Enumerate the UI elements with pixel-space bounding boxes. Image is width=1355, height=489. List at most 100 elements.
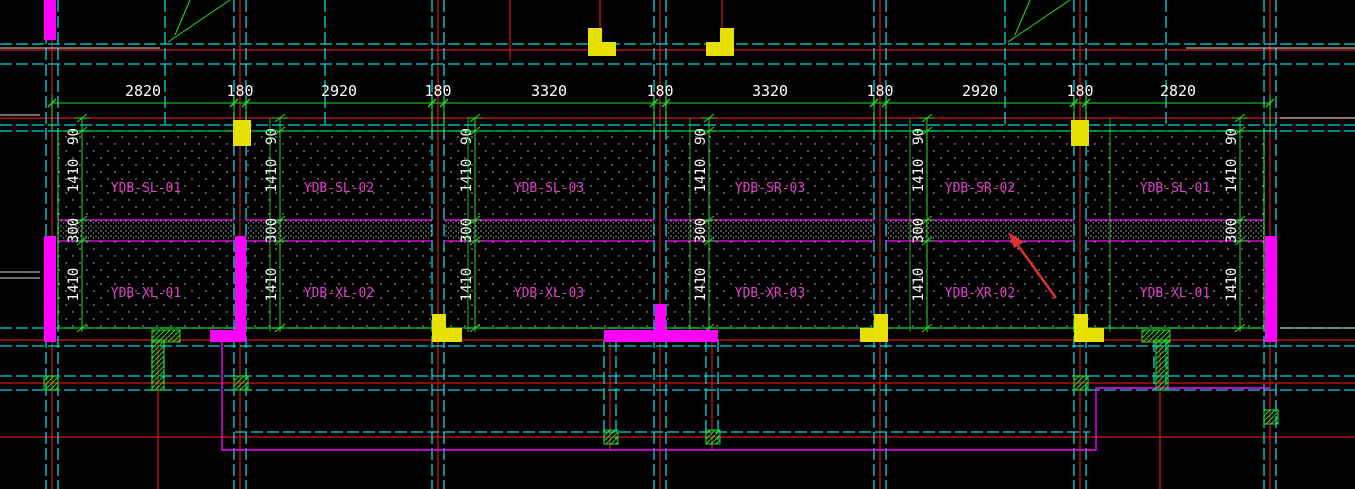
tick-mark <box>47 98 57 108</box>
lower-panel-label: YDB-XL-01 <box>111 286 181 301</box>
vertical-dimension-text: 1410 <box>693 268 709 302</box>
vertical-dimension-text: 90 <box>693 128 709 145</box>
green-diagonal-lines <box>167 0 1071 43</box>
lower-panel-label: YDB-XR-03 <box>735 286 805 301</box>
yellow-column <box>1074 328 1104 342</box>
top-dimension-text: 2820 <box>1160 82 1196 100</box>
vertical-dimension-text: 300 <box>911 218 927 243</box>
vertical-dimension-text: 90 <box>264 128 280 145</box>
vertical-dimension-text: 1410 <box>459 159 475 193</box>
red-arrow-icon <box>1008 232 1058 299</box>
yellow-column <box>588 42 616 56</box>
top-dimension-text: 180 <box>866 82 893 100</box>
magenta-beam <box>44 236 56 342</box>
magenta-beam <box>210 330 246 342</box>
upper-panel-label: YDB-SL-02 <box>304 181 374 196</box>
top-dimension-text: 2820 <box>125 82 161 100</box>
vertical-dimension-text: 1410 <box>1224 159 1240 193</box>
top-dimension-text: 180 <box>1066 82 1093 100</box>
lower-slab-fill <box>58 241 234 328</box>
tick-mark <box>1069 98 1079 108</box>
seam-strip-fill <box>444 220 654 241</box>
hatched-column <box>1263 409 1279 425</box>
vertical-dimension-text: 300 <box>264 218 280 243</box>
hatched-column <box>233 375 249 391</box>
hatched-column <box>705 429 721 445</box>
upper-panel-label: YDB-SR-02 <box>945 181 1015 196</box>
top-dimension-text: 2920 <box>321 82 357 100</box>
vertical-dimension-text: 1410 <box>459 268 475 302</box>
vertical-dimension-text: 90 <box>459 128 475 145</box>
tick-mark <box>1081 98 1091 108</box>
top-dimension-text: 180 <box>646 82 673 100</box>
hatched-column <box>1155 339 1169 391</box>
vertical-dimension: 90 1410 300 1410 <box>264 113 288 333</box>
tick-mark <box>1265 98 1275 108</box>
upper-slab-fill <box>1086 131 1264 220</box>
hatched-column <box>1073 375 1089 391</box>
yellow-column <box>706 42 734 56</box>
hatched-column <box>43 375 59 391</box>
seam-strip-fill <box>666 220 874 241</box>
seam-strip-fill <box>246 220 432 241</box>
top-dimension-text: 3320 <box>531 82 567 100</box>
vertical-dimension-text: 300 <box>459 218 475 243</box>
hatched-column <box>151 329 181 343</box>
vertical-dimension-text: 300 <box>1224 218 1240 243</box>
hatched-column <box>151 339 165 391</box>
upper-panel-label: YDB-SL-01 <box>111 181 181 196</box>
magenta-beam <box>235 236 246 342</box>
top-dimension-text: 180 <box>226 82 253 100</box>
top-dimension-text: 180 <box>424 82 451 100</box>
columns-and-beams <box>43 0 1279 445</box>
lower-slab-fill <box>444 241 654 328</box>
lower-panel-label: YDB-XL-03 <box>514 286 584 301</box>
magenta-beam <box>655 304 666 342</box>
vertical-dimension-text: 1410 <box>264 159 280 193</box>
tick-mark <box>661 98 671 108</box>
magenta-beam <box>44 0 56 40</box>
tick-mark <box>427 98 437 108</box>
upper-slab-fill <box>666 131 874 220</box>
top-dimension-text: 2920 <box>962 82 998 100</box>
vertical-dimension-text: 1410 <box>911 159 927 193</box>
tick-mark <box>869 98 879 108</box>
seam-strip-fill <box>1086 220 1264 241</box>
lower-slab-fill <box>666 241 874 328</box>
magenta-outline <box>221 340 1270 451</box>
yellow-column <box>1071 120 1089 146</box>
seam-strip-fill <box>58 220 234 241</box>
upper-slab-fill <box>886 131 1074 220</box>
tick-mark <box>439 98 449 108</box>
vertical-dimension-text: 1410 <box>264 268 280 302</box>
tick-mark <box>241 98 251 108</box>
vertical-dimension-text: 300 <box>693 218 709 243</box>
tick-mark <box>229 98 239 108</box>
upper-panel-label: YDB-SL-03 <box>514 181 584 196</box>
vertical-dimension-text: 90 <box>66 128 82 145</box>
lower-slab-fill <box>886 241 1074 328</box>
lower-slab-fill <box>1086 241 1264 328</box>
hatched-column <box>603 429 619 445</box>
yellow-column <box>233 120 251 146</box>
tick-mark <box>649 98 659 108</box>
magenta-beam <box>1265 236 1277 342</box>
lower-panel-label: YDB-XR-02 <box>945 286 1015 301</box>
vertical-dimension-text: 300 <box>66 218 82 243</box>
tick-mark <box>881 98 891 108</box>
slab-panels: YDB-SL-01YDB-XL-019014103001410YDB-SL-02… <box>57 113 1265 333</box>
lower-slab-fill <box>246 241 432 328</box>
top-dimension-text: 3320 <box>752 82 788 100</box>
vertical-dimension-text: 1410 <box>66 268 82 302</box>
